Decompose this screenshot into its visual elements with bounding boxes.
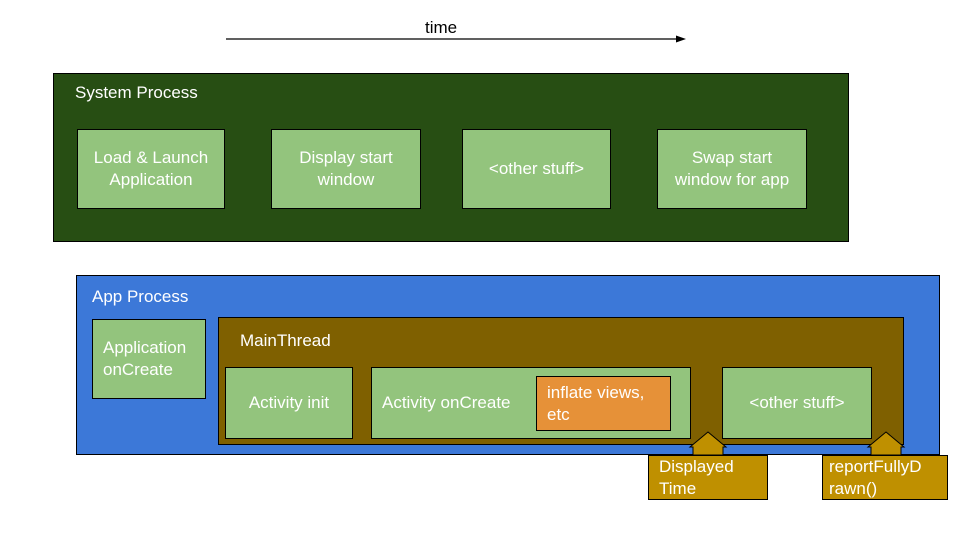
app-process-title: App Process [92,287,189,306]
system-other-stuff-step: <other stuff> [462,129,611,209]
report-fully-drawn-line1: reportFullyD [829,456,922,476]
displayed-time-arrow-icon [688,431,728,456]
displayed-time-line1: Displayed [659,456,734,476]
display-start-line2: window [317,170,375,189]
report-fully-drawn-arrow-icon [866,431,906,456]
time-arrow [226,35,686,43]
load-launch-step: Load & Launch Application [77,129,225,209]
load-launch-line1: Load & Launch [93,148,209,167]
app-oncreate-line1: Application [103,338,187,357]
system-other-stuff-label: <other stuff> [488,159,585,178]
displayed-time-line2: Time [659,478,697,498]
swap-start-line2: window for app [674,170,790,189]
display-start-line1: Display start [299,148,393,167]
report-fully-drawn-marker: reportFullyD rawn() [822,455,948,500]
app-oncreate-line2: onCreate [103,360,173,379]
mainthread-other-stuff-label: <other stuff> [749,393,845,412]
main-thread-title: MainThread [240,331,331,350]
displayed-time-marker: Displayed Time [648,455,768,500]
load-launch-line2: Application [109,170,193,189]
display-start-window-step: Display start window [271,129,421,209]
swap-start-line1: Swap start [691,148,773,167]
mainthread-other-stuff-step: <other stuff> [722,367,872,439]
swap-start-window-step: Swap start window for app [657,129,807,209]
inflate-views-line2: etc [547,404,570,424]
application-oncreate-step: Application onCreate [92,319,206,399]
activity-init-label: Activity init [248,393,330,412]
activity-init-step: Activity init [225,367,353,439]
report-fully-drawn-line2: rawn() [829,478,878,498]
inflate-views-line1: inflate views, [547,382,645,402]
inflate-views-step: inflate views, etc [536,376,671,431]
time-label: time [425,18,458,37]
activity-oncreate-label: Activity onCreate [382,393,511,412]
system-process-title: System Process [75,83,198,102]
